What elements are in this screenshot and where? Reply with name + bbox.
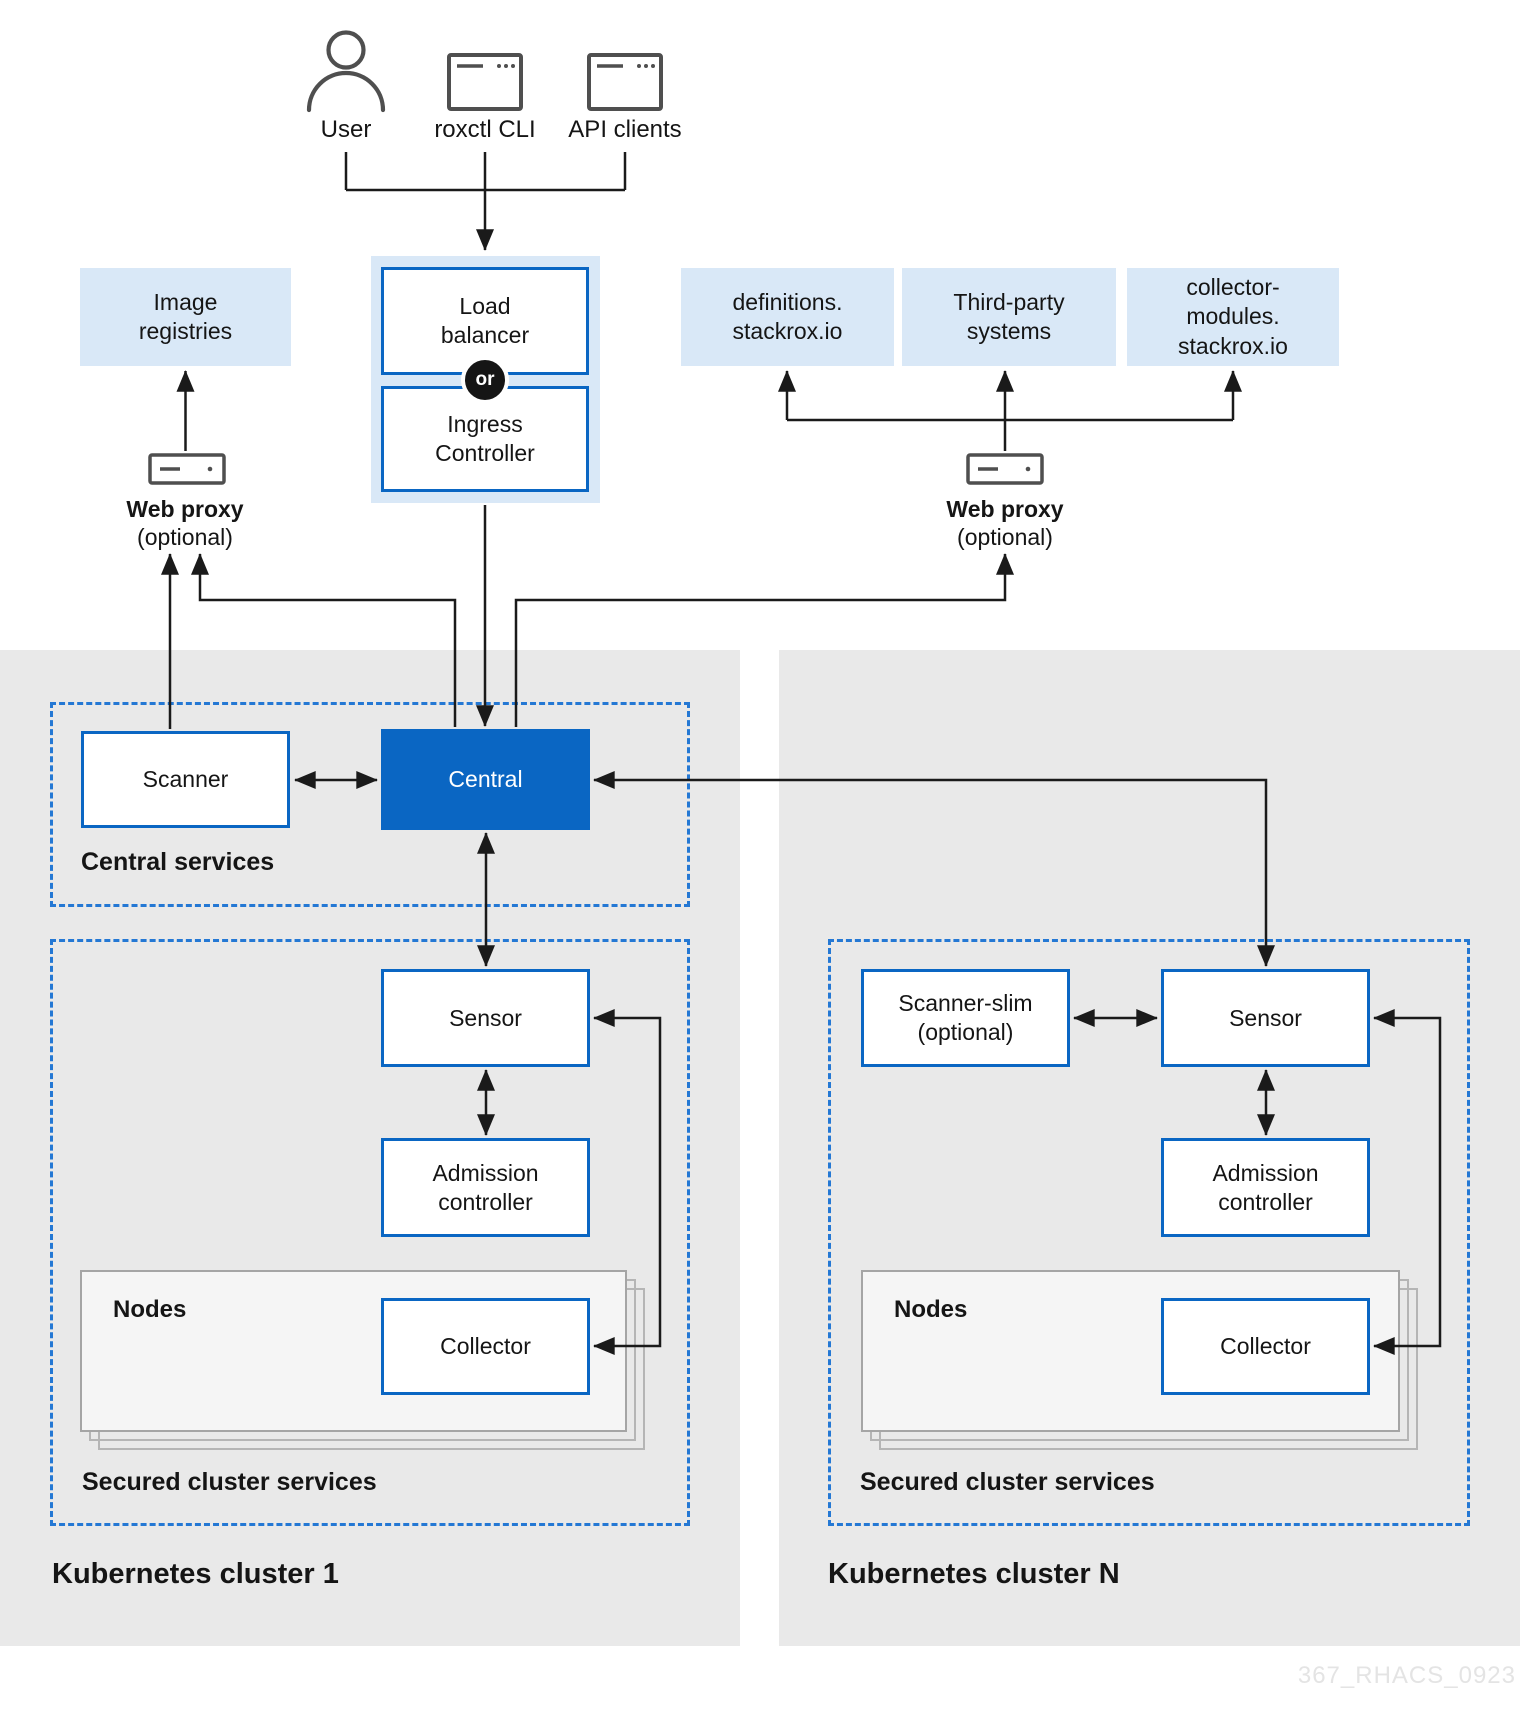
- web-proxy-right-label: Web proxy (optional): [905, 495, 1105, 551]
- collector-modules-box: collector- modules. stackrox.io: [1127, 268, 1339, 366]
- clusterN-nodes-label: Nodes: [894, 1296, 968, 1323]
- api-clients-window-icon: [587, 53, 663, 111]
- clusterN-sensor-box: Sensor: [1161, 969, 1370, 1067]
- connector-webproxy-right-trunk: [787, 418, 1233, 451]
- connector-actors-to-gateway: [344, 152, 627, 250]
- cluster1-sensor-box: Sensor: [381, 969, 590, 1067]
- or-badge: or: [461, 356, 509, 404]
- cluster1-admission-controller-box: Admission controller: [381, 1138, 590, 1237]
- clusterN-admission-controller-box: Admission controller: [1161, 1138, 1370, 1237]
- cluster1-collector-box: Collector: [381, 1298, 590, 1395]
- image-registries-box: Image registries: [80, 268, 291, 366]
- clusterN-title: Kubernetes cluster N: [828, 1558, 1120, 1590]
- web-proxy-left-optional: (optional): [137, 524, 233, 551]
- roxctl-cli-label: roxctl CLI: [434, 116, 536, 143]
- scanner-box: Scanner: [81, 731, 290, 828]
- clusterN-scanner-slim-box: Scanner-slim (optional): [861, 969, 1070, 1067]
- web-proxy-right-optional: (optional): [957, 524, 1053, 551]
- roxctl-cli-window-icon: [447, 53, 523, 111]
- clusterN-collector-box: Collector: [1161, 1298, 1370, 1395]
- cluster1-secured-boundary: [50, 939, 690, 1526]
- web-proxy-right-name: Web proxy: [946, 496, 1064, 522]
- clusterN-secured-title: Secured cluster services: [860, 1468, 1155, 1496]
- web-proxy-left-name: Web proxy: [126, 496, 244, 522]
- web-proxy-left-label: Web proxy (optional): [85, 495, 285, 551]
- user-label: User: [320, 116, 372, 143]
- web-proxy-right-icon: [966, 453, 1044, 485]
- central-services-title: Central services: [81, 848, 275, 876]
- cluster1-secured-title: Secured cluster services: [82, 1468, 377, 1496]
- cluster1-title: Kubernetes cluster 1: [52, 1558, 339, 1590]
- central-box: Central: [381, 729, 590, 830]
- web-proxy-left-icon: [148, 453, 226, 485]
- api-clients-label: API clients: [568, 116, 682, 143]
- figure-id-watermark: 367_RHACS_0923: [1297, 1662, 1516, 1689]
- cluster1-nodes-label: Nodes: [113, 1296, 187, 1323]
- user-icon: [306, 30, 386, 113]
- third-party-systems-box: Third-party systems: [902, 268, 1116, 366]
- definitions-stackrox-box: definitions. stackrox.io: [681, 268, 894, 366]
